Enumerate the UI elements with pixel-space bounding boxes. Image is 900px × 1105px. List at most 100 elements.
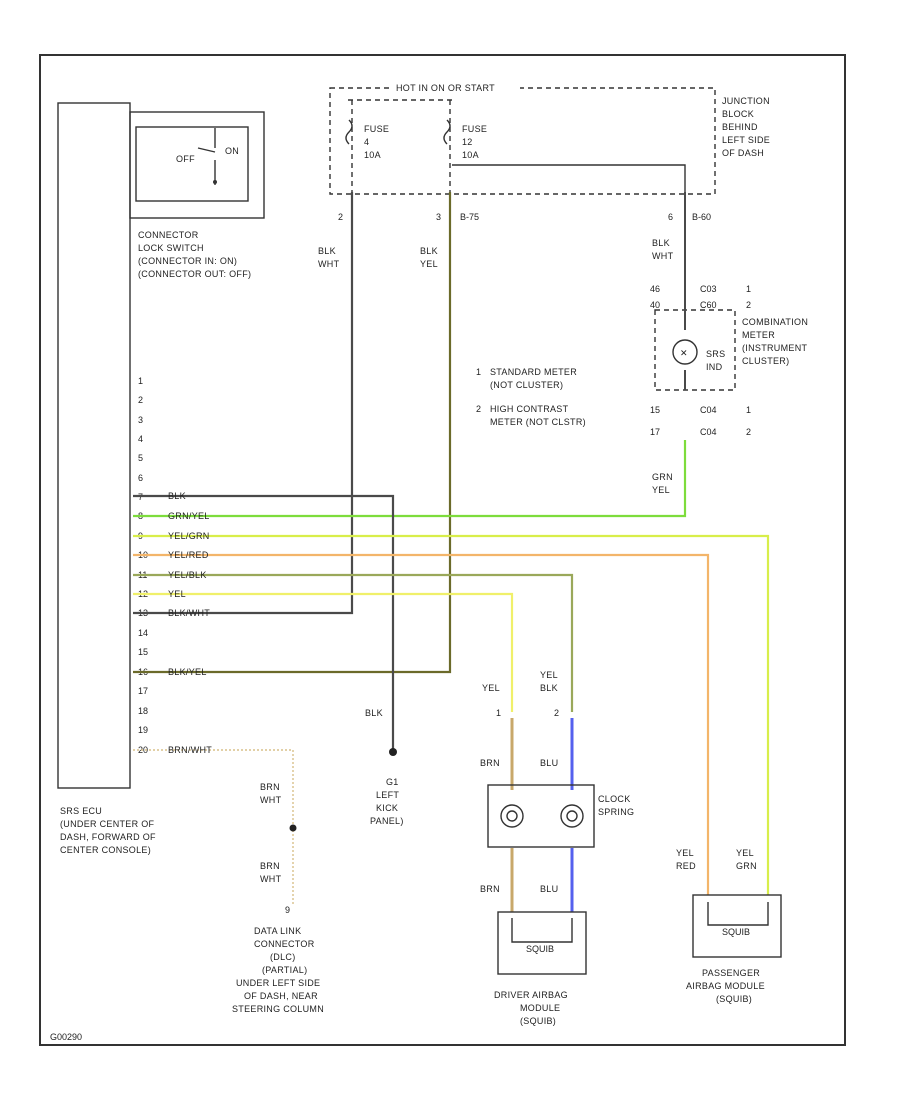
passenger-airbag-desc-line: PASSENGER [702,968,760,978]
meter-connector: C03 [700,284,717,294]
note-number: 1 [476,367,481,377]
clock-spring-desc-line: CLOCK [598,794,631,804]
fuse12-label: FUSE [462,124,487,134]
ecu-pin-number: 19 [138,725,148,735]
ecu-pin-number: 6 [138,473,143,483]
wire-label: WHT [260,795,282,805]
srs-ecu-desc-line: DASH, FORWARD OF [60,832,156,842]
fuse12-symbol [443,119,451,145]
wire-yel-blk [133,573,574,712]
clock-spring-desc-line: SPRING [598,807,634,817]
fuse4-symbol [345,119,353,145]
srs-ecu-desc-line: SRS ECU [60,806,102,816]
srs-ecu-desc-line: CENTER CONSOLE) [60,845,151,855]
srs-indicator-label: SRS [706,349,725,359]
ecu-pin-number: 5 [138,453,143,463]
junction-desc-line: BLOCK [722,109,754,119]
lock-switch-description: CONNECTOR LOCK SWITCH (CONNECTOR IN: ON)… [138,230,251,279]
lock-switch-desc-line: (CONNECTOR OUT: OFF) [138,269,251,279]
ecu-pin-number: 17 [138,686,148,696]
ecu-wire-label: GRN/YEL [168,511,210,521]
wire-blk [133,494,395,752]
wire-blk-yel [133,192,452,674]
junction-pin: 3 [436,212,441,222]
wire-label: BRN [260,782,280,792]
ecu-pin-number: 20 [138,745,148,755]
ecu-pin-number: 18 [138,706,148,716]
ground-desc-line: PANEL) [370,816,404,826]
note-line: STANDARD METER [490,367,577,377]
ecu-wire-label: YEL/RED [168,550,209,560]
wire-label: WHT [260,874,282,884]
lock-switch-blade [197,147,216,153]
wire-label: GRN [652,472,673,482]
combination-meter-box [654,309,736,391]
fuse12-rating: 10A [462,150,479,160]
ecu-wire-label: BLK/WHT [168,608,210,618]
figure-id: G00290 [50,1032,82,1042]
clock-spring-coil-2 [560,804,584,828]
clock-spring-pin: 1 [496,708,501,718]
driver-squib-element [511,918,573,943]
passenger-airbag-desc-line: (SQUIB) [716,994,752,1004]
ecu-wire-label: BLK [168,491,186,501]
junction-pin-ref: B-75 [460,212,479,222]
meter-connector: C60 [700,300,717,310]
lock-switch-desc-line: LOCK SWITCH [138,243,204,253]
srs-ecu-box [57,102,131,789]
meter-description: COMBINATION METER (INSTRUMENT CLUSTER) [742,317,808,366]
wire-label: WHT [652,251,674,261]
clock-spring-pin: 2 [554,708,559,718]
meter-desc-line: COMBINATION [742,317,808,327]
wire-label: BLK [365,708,383,718]
clock-spring-coil-1 [500,804,524,828]
ecu-wire-label: BRN/WHT [168,745,212,755]
ecu-wire-label: YEL [168,589,186,599]
ecu-pin-number: 1 [138,376,143,386]
ecu-pin-number: 14 [138,628,148,638]
fuse4-label: FUSE [364,124,389,134]
meter-connector: C04 [700,427,717,437]
passenger-airbag-box [692,894,782,958]
wire-label: YEL [736,848,754,858]
junction-block [329,87,716,195]
srs-indicator-lamp [672,339,698,365]
dlc-desc-line: STEERING COLUMN [232,1004,324,1014]
fuse4-number: 4 [364,137,369,147]
srs-ecu-desc-line: (UNDER CENTER OF [60,819,155,829]
wire-label: YEL [420,259,438,269]
junction-desc-line: LEFT SIDE [722,135,770,145]
passenger-airbag-desc-line: AIRBAG MODULE [686,981,765,991]
meter-note-ref: 2 [746,300,751,310]
driver-airbag-desc-line: MODULE [520,1003,560,1013]
ecu-wire-label: BLK/YEL [168,667,207,677]
wire-label: BRN [260,861,280,871]
dlc-desc-line: DATA LINK [254,926,301,936]
diagram-frame [39,54,846,1046]
srs-indicator-label: IND [706,362,723,372]
wire-label: WHT [318,259,340,269]
driver-airbag-box [497,911,587,975]
junction-desc-line: BEHIND [722,122,758,132]
wire-brn-wht [133,749,294,905]
note-line: (NOT CLUSTER) [490,380,563,390]
wire-blk-wht [133,192,354,615]
wires [133,192,770,912]
lock-switch-on-label: ON [225,146,239,156]
wire-label: YEL [540,670,558,680]
junction-desc-line: OF DASH [722,148,764,158]
fuse12-meter-branch [452,164,686,192]
ground-desc-line: KICK [376,803,398,813]
wire-label: BLU [540,884,558,894]
junction-desc-line: JUNCTION [722,96,770,106]
lock-switch-inner [135,126,249,202]
driver-airbag-desc-line: (SQUIB) [520,1016,556,1026]
meter-desc-line: (INSTRUMENT [742,343,807,353]
meter-pin: 17 [650,427,660,437]
fuse12-number: 12 [462,137,473,147]
meter-notes: 1 STANDARD METER (NOT CLUSTER) 2 HIGH CO… [476,367,586,427]
splice-point [289,824,297,832]
wire-label: YEL [676,848,694,858]
note-number: 2 [476,404,481,414]
